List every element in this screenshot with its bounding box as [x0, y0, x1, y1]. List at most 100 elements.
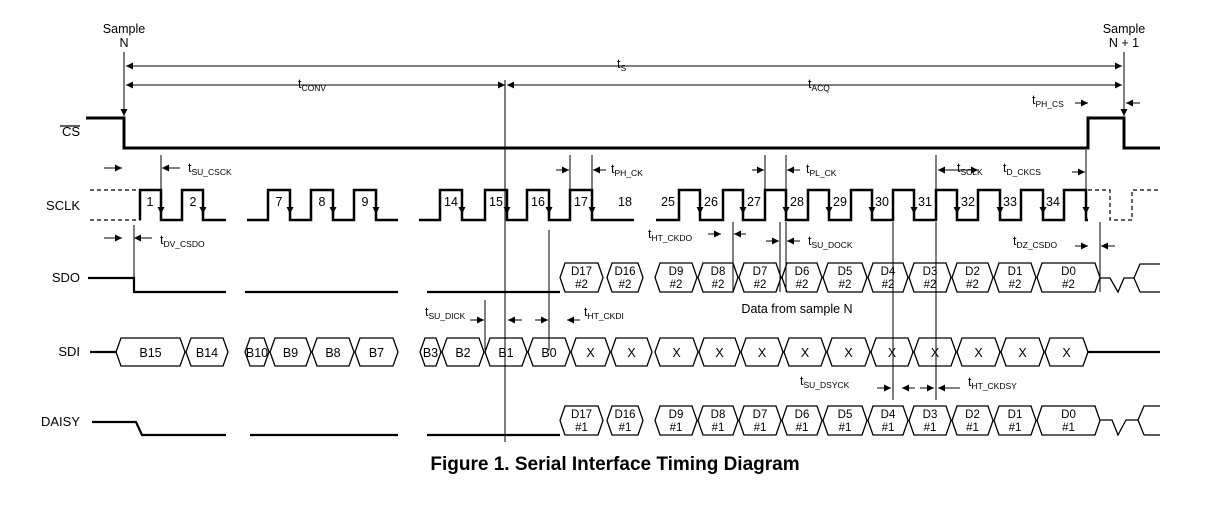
daisy-cell-6-bit: D5: [838, 409, 853, 421]
sdi-cell-14: [740, 337, 784, 367]
sdo-idle-1: [88, 276, 226, 294]
tdz-csdo-label: tDZ_CSDO: [1013, 234, 1057, 250]
sclk-cycle-26: 26: [704, 195, 718, 209]
sdo-cell-3-bit: D8: [711, 266, 726, 278]
sdi-cell-2: [244, 337, 270, 367]
sclk-cycle-33: 33: [1003, 195, 1017, 209]
sclk-segment-4: [656, 188, 1088, 222]
tht-ckdsy-label: tHT_CKDSY: [968, 375, 1017, 391]
sdo-cell-8-bit: D3: [923, 266, 938, 278]
tph-ck-label-main: t: [611, 162, 615, 176]
td-ckcs-label-subscript: D_CKCS: [1006, 167, 1041, 177]
td-ckcs-label-main: t: [1003, 161, 1007, 175]
ts-label: tS: [617, 57, 626, 73]
daisy-cell-5: [781, 405, 823, 436]
sclk-cycle-9: 9: [362, 195, 369, 209]
tacq-label-subscript: ACQ: [811, 83, 830, 93]
sclk-cycle-25: 25: [661, 195, 675, 209]
tht-ckdi-label-main: t: [584, 305, 588, 319]
td-ckcs-label: tD_CKCS: [1003, 161, 1041, 177]
sdi-cell-8: [484, 337, 528, 367]
daisy-cell-4-bit: D7: [753, 409, 768, 421]
sdo-cell-10-sample: #2: [1009, 279, 1022, 291]
daisy-cell-6: [822, 405, 868, 436]
sdi-cell-21-label: X: [1062, 346, 1071, 360]
tht-ckdsy-label-main: t: [968, 375, 972, 389]
tconv-label: tCONV: [298, 77, 326, 93]
tpl-ck-label: tPL_CK: [806, 162, 837, 178]
daisy-cell-11-bit: D0: [1061, 409, 1076, 421]
sdo-cell-10: [993, 262, 1037, 293]
tsclk-label-main: t: [957, 161, 961, 175]
tsclk-label-subscript: SCLK: [960, 167, 983, 177]
tsu-dock-label: tSU_DOCK: [808, 234, 853, 250]
sdo-cell-11: [1036, 262, 1101, 293]
sdo-cell-5-bit: D6: [795, 266, 810, 278]
tht-ckdi-label-subscript: HT_CKDI: [587, 311, 623, 321]
tht-ckdo-label-main: t: [648, 227, 652, 241]
sdo-cell-7-sample: #2: [882, 279, 895, 291]
sdo-cell-11-bit: D0: [1061, 266, 1076, 278]
tdz-csdo-label-main: t: [1013, 234, 1017, 248]
sclk-cycle-14: 14: [444, 195, 458, 209]
sclk-cycle-30: 30: [875, 195, 889, 209]
sdi-cell-4: [311, 337, 355, 367]
sdi-cell-18: [913, 337, 957, 367]
sdo-cell-2: [654, 262, 698, 293]
tph-cs-label: tPH_CS: [1032, 93, 1064, 109]
daisy-cell-9-sample: #1: [966, 422, 979, 434]
daisy-cell-7-sample: #1: [882, 422, 895, 434]
daisy-cell-4: [738, 405, 782, 436]
daisy-cell-2-sample: #1: [670, 422, 683, 434]
sdi-cell-0-label: B15: [139, 346, 161, 360]
sample-n1-label: Sample: [1103, 22, 1145, 36]
sdi-cell-11: [610, 337, 653, 367]
sclk-idle-dashed: [88, 189, 141, 221]
sdo-cell-5-sample: #2: [796, 279, 809, 291]
sdi-cell-17: [870, 337, 914, 367]
daisy-cell-0-sample: #1: [575, 422, 588, 434]
sdi-cell-20-label: X: [1018, 346, 1027, 360]
daisy-cell-1-bit: D16: [614, 409, 635, 421]
tht-ckdo-label-subscript: HT_CKDO: [651, 233, 692, 243]
sclk-segment-2: [247, 188, 398, 222]
tpl-ck-label-main: t: [806, 162, 810, 176]
sample-n1-index: N + 1: [1109, 36, 1139, 50]
sdi-cell-9: [527, 337, 571, 367]
sample-n-index: N: [119, 36, 128, 50]
sdo-cell-0-bit: D17: [571, 266, 592, 278]
sdo-cell-9-sample: #2: [966, 279, 979, 291]
sdo-cell-9-bit: D2: [965, 266, 980, 278]
ts-label-subscript: S: [620, 63, 626, 73]
sdo-cell-6-bit: D5: [838, 266, 853, 278]
sclk-cycle-29: 29: [833, 195, 847, 209]
daisy-cell-2: [654, 405, 698, 436]
sdo-tristate-end: [1100, 263, 1160, 294]
sdi-cell-17-label: X: [888, 346, 897, 360]
sdi-cell-1: [185, 337, 229, 367]
daisy-cell-8: [908, 405, 952, 436]
sdi-cell-12-label: X: [672, 346, 681, 360]
daisy-cell-3-sample: #1: [712, 422, 725, 434]
tsu-dock-label-subscript: SU_DOCK: [811, 240, 852, 250]
daisy-cell-9-bit: D2: [965, 409, 980, 421]
tdv-csdo-label-subscript: DV_CSDO: [163, 239, 204, 249]
daisy-tristate-end-b: [1137, 419, 1145, 436]
tsu-dick-label-subscript: SU_DICK: [428, 311, 465, 321]
signal-label-sdi: SDI: [58, 344, 80, 359]
tsu-dsyck-label-subscript: SU_DSYCK: [803, 380, 849, 390]
sdo-cell-4-sample: #2: [754, 279, 767, 291]
sdo-cell-8: [908, 262, 952, 293]
sdo-cell-7-bit: D4: [881, 266, 896, 278]
daisy-cell-0-bit: D17: [571, 409, 592, 421]
sdi-cell-13: [698, 337, 741, 367]
daisy-cell-9: [951, 405, 994, 436]
sdi-cell-2-label: B10: [246, 346, 268, 360]
sdi-cell-10-label: X: [586, 346, 595, 360]
sdi-cell-1-label: B14: [196, 346, 218, 360]
tsclk-label: tSCLK: [957, 161, 983, 177]
tpl-ck-label-subscript: PL_CK: [809, 168, 836, 178]
ts-label-main: t: [617, 57, 621, 71]
sdo-cell-2-bit: D9: [669, 266, 684, 278]
sdi-cell-18-label: X: [931, 346, 940, 360]
